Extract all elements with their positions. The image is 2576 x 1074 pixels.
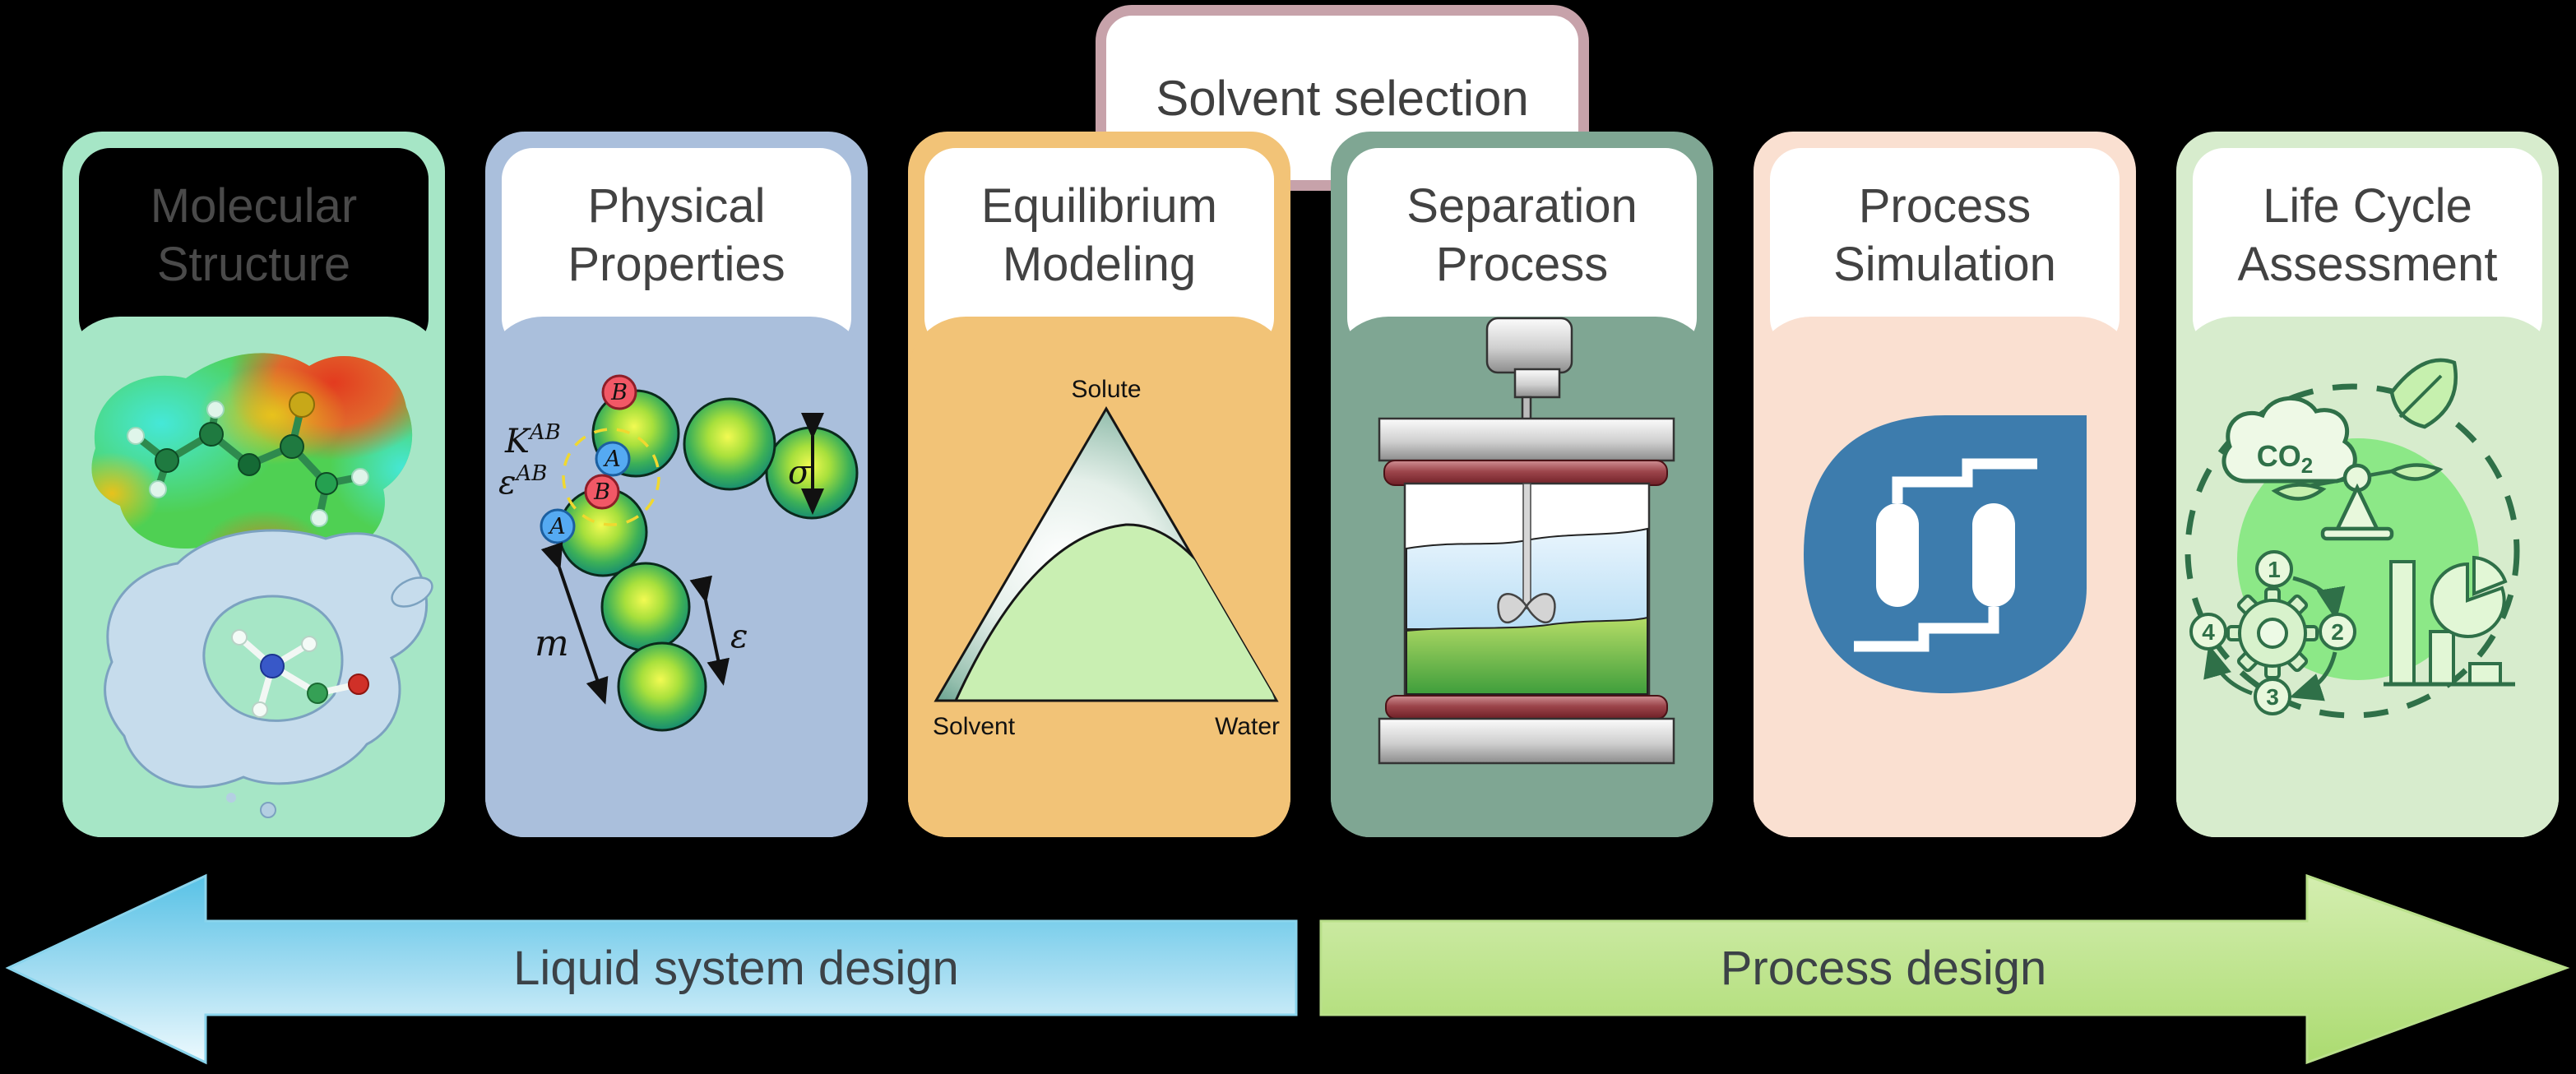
svg-text:m: m [535,623,569,664]
card-header [1770,148,2120,350]
card-title: Equilibrium Modeling [981,178,1217,291]
bar-chart-icon [2384,560,2515,687]
solvent-selection-label: Solvent selection [1156,70,1529,126]
process-design-label: Process design [1721,942,2047,995]
flowsheet-pipes [1854,458,2037,652]
svg-text:Solvent: Solvent [933,713,1016,740]
card-title: Process Simulation [1833,178,2056,291]
card-life-cycle-assessment: Life Cycle Assessment CO2 [2176,132,2559,837]
association-sites [540,374,637,544]
card-molecular-structure: Molecular Structure [63,132,445,837]
top-plate [1378,417,1675,462]
svg-text:4: 4 [2202,619,2215,645]
svg-text:Solute: Solute [1071,376,1141,403]
stirrer-shaft [1522,483,1531,609]
lca-cycle-icon: 1 2 3 4 [2189,550,2356,715]
lca-illustration: CO2 [2185,358,2520,719]
parameter-arrows [540,413,824,705]
molecule-atoms [231,629,369,718]
site-labels: B A B A [547,380,628,539]
molecular-structure-illustration [91,353,433,818]
svg-text:B: B [610,380,628,405]
ternary-labels: Solute Solvent Water [933,376,1280,740]
vessel [1378,417,1675,765]
svg-text:B: B [593,479,610,505]
card-separation-process: Separation Process [1331,132,1713,837]
cycle-steps: 1 2 3 4 [2189,550,2356,715]
leaf-icon [2389,358,2458,429]
sigma-surface-icon [104,529,433,818]
card-equilibrium-modeling: Equilibrium Modeling Solute Solvent Wate… [908,132,1290,837]
bottom-plate [1378,717,1675,765]
card-header [924,148,1274,350]
card-title: Molecular Structure [150,178,358,291]
saft-chain-illustration: B A B A KAB εAB m ε σ [498,374,859,732]
cycle-arrows [2203,576,2346,701]
parameter-labels: KAB εAB m ε σ [498,420,812,664]
co2-cloud-icon: CO2 [2222,396,2357,484]
svg-text:A: A [547,514,566,539]
card-header [2193,148,2542,350]
impeller-icon [1497,592,1556,624]
design-scope-arrows: Liquid system design Process design [5,873,2570,1065]
process-design-arrow [1319,873,2570,1065]
card-header [79,148,429,350]
svg-text:ε: ε [730,618,748,655]
card-title: Separation Process [1406,178,1638,291]
card-header [1347,148,1697,350]
svg-text:A: A [602,447,621,472]
card-title: Life Cycle Assessment [2237,178,2498,291]
svg-text:KAB: KAB [504,420,561,461]
ternary-diagram: Solute Solvent Water [933,376,1280,740]
mixer-settler-illustration [1378,317,1675,765]
svg-text:CO2: CO2 [2257,439,2313,478]
pie-chart-icon [2430,555,2508,638]
card-physical-properties: Physical Properties [485,132,868,837]
svg-text:εAB: εAB [498,461,547,502]
top-gasket [1383,460,1668,486]
balance-scale-icon [2271,463,2444,541]
svg-text:3: 3 [2266,684,2279,710]
association-range-circle [562,428,660,526]
heavy-phase [1406,616,1648,695]
flowsheet-badge [1804,415,2087,693]
svg-text:2: 2 [2331,619,2344,645]
stirrer-motor [1485,317,1573,422]
bottom-gasket [1385,695,1668,720]
cycle-dashed-circle [2185,383,2520,719]
gear-icon [2226,587,2319,679]
svg-text:1: 1 [2268,557,2281,582]
liquid-system-design-label: Liquid system design [513,942,959,995]
molecule-atoms [127,391,369,527]
distillation-columns [1876,503,2015,607]
process-flowsheet-icon [1804,415,2087,693]
svg-text:Water: Water [1215,713,1280,740]
card-title: Physical Properties [568,178,785,291]
card-header [502,148,851,350]
binodal-region [953,523,1276,701]
card-process-simulation: Process Simulation [1754,132,2136,837]
svg-text:σ: σ [788,454,812,492]
liquid-system-design-arrow [5,873,1298,1065]
